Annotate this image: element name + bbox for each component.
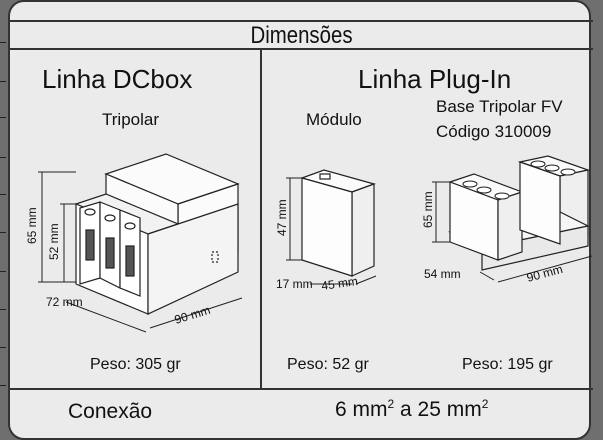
- dcbox-h-inner-label: 52 mm: [47, 223, 61, 260]
- modulo-height-label: 47 mm: [275, 199, 289, 236]
- base-drawing: 65 mm 54 mm 90 mm: [421, 155, 593, 285]
- dcbox-drawing: 65 mm 52 mm 72 mm 90 mm: [25, 153, 243, 333]
- base-label-line1: Base Tripolar FV: [436, 97, 563, 116]
- modulo-label: Módulo: [306, 110, 362, 129]
- modulo-width-label: 45 mm: [320, 274, 358, 293]
- plugin-title: Linha Plug-In: [358, 64, 512, 94]
- modulo-depth-label: 17 mm: [276, 277, 313, 291]
- footer-divider: [10, 388, 593, 390]
- dcbox-subtitle: Tripolar: [102, 110, 159, 129]
- connection-label: Conexão: [68, 400, 153, 423]
- column-divider: [260, 50, 262, 388]
- header-band: [10, 20, 593, 50]
- left-edge-ticks: [0, 0, 8, 422]
- base-depth-label: 54 mm: [424, 267, 461, 281]
- base-width-label: 90 mm: [525, 262, 564, 285]
- dcbox-h-outer-label: 65 mm: [25, 207, 39, 244]
- page-title: Dimensões: [250, 22, 353, 49]
- base-label-line2: Código 310009: [436, 122, 552, 141]
- modulo-drawing: 47 mm 17 mm 45 mm: [275, 169, 377, 293]
- dcbox-width-label: 90 mm: [173, 303, 212, 327]
- base-height-label: 65 mm: [421, 191, 435, 228]
- dcbox-weight: Peso: 305 gr: [90, 356, 181, 373]
- connection-value: 6 mm2 a 25 mm2: [335, 397, 489, 421]
- base-weight: Peso: 195 gr: [462, 356, 553, 373]
- dimensions-panel: Linha DCbox Tripolar: [8, 0, 593, 440]
- dcbox-depth-label: 72 mm: [46, 295, 83, 309]
- dcbox-title: Linha DCbox: [42, 64, 193, 94]
- modulo-weight: Peso: 52 gr: [287, 356, 369, 373]
